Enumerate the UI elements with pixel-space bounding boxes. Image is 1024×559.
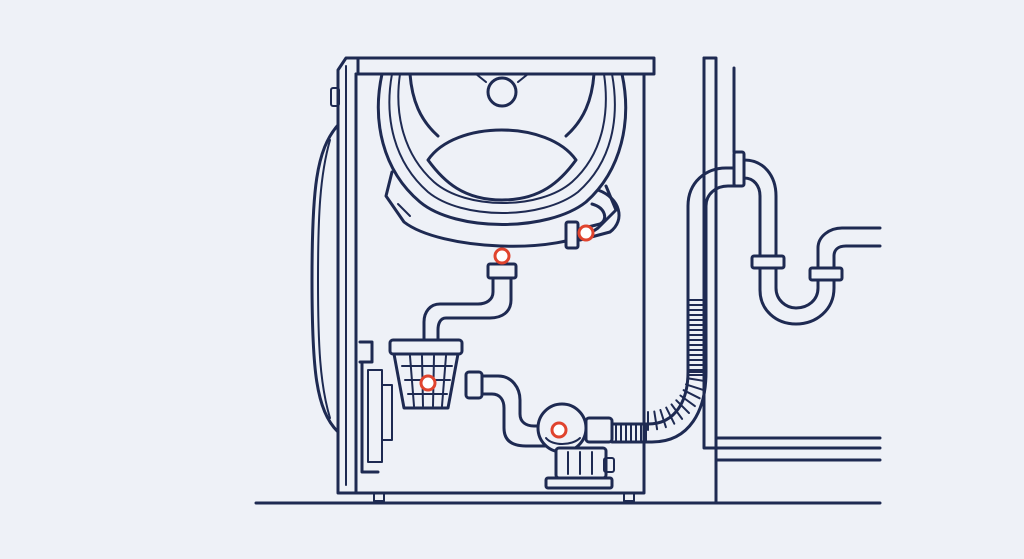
hose-rib <box>682 389 701 400</box>
standpipe-front <box>702 56 718 505</box>
trap-inlet-inner <box>742 176 762 264</box>
pump-outlet <box>584 416 614 444</box>
drain-hose-clamp-point <box>577 224 595 242</box>
p-trap <box>742 158 882 326</box>
door-profile <box>310 123 340 434</box>
drum-outlet-collar <box>486 262 518 280</box>
drain-pump <box>536 402 615 490</box>
drum-to-filter-pipe <box>422 262 518 342</box>
filter-basket-point <box>419 374 437 392</box>
drum-spoke-left <box>408 72 440 138</box>
trap-bend-inner <box>774 266 820 310</box>
washing-machine <box>310 56 656 502</box>
drum-outer-rim <box>376 72 628 226</box>
trap-nut-left <box>750 254 786 270</box>
hose-rib <box>659 409 667 429</box>
door-glass-profile <box>317 139 331 419</box>
trap-outlet-inner <box>832 244 882 270</box>
highlight-markers <box>419 224 595 439</box>
standpipe-back <box>702 56 882 450</box>
machine-foot-right <box>623 492 635 502</box>
tub-drain-hose <box>564 188 621 250</box>
drain-pump-inlet-point <box>550 421 568 439</box>
drain-hose <box>610 150 746 444</box>
hose-hook <box>732 150 746 188</box>
pump-pipe-inner <box>480 392 550 448</box>
machine-foot-left <box>373 492 385 502</box>
drum <box>376 72 628 248</box>
drum-paddle <box>426 128 578 202</box>
pump-housing-ridge <box>545 437 581 445</box>
service-panel-top <box>358 340 374 364</box>
hose-rib <box>679 394 696 408</box>
hose-rib <box>653 410 659 431</box>
drum-spoke-right <box>564 72 596 138</box>
trap-bend-outer <box>758 266 836 326</box>
hose-rib <box>675 399 690 414</box>
pump-motor-fins <box>567 451 593 475</box>
pump-mount <box>544 476 614 490</box>
machine-top-panel <box>356 56 656 76</box>
tub-hose-outer <box>578 188 621 242</box>
service-panel-frame <box>360 360 380 474</box>
hose-rib <box>686 377 707 383</box>
machine-cabinet <box>354 72 646 495</box>
drum-wall <box>397 73 607 204</box>
service-panel-latch <box>381 384 393 441</box>
hose-rib <box>685 383 705 391</box>
standpipe <box>702 56 882 505</box>
tub-hose-inner <box>574 202 607 232</box>
drum-inner-rim <box>388 73 616 214</box>
drum-hub <box>486 76 518 108</box>
filter-basket <box>388 338 464 410</box>
pump-pipe-outer <box>480 374 550 428</box>
service-panel-inner <box>367 369 383 463</box>
pipe-inner <box>436 276 513 342</box>
drum-outlet-point <box>493 247 511 265</box>
drum-hub-supports <box>475 73 529 83</box>
filter-cap <box>388 338 464 356</box>
pipe-outer <box>422 276 495 342</box>
filter-to-pump-pipe <box>464 370 550 448</box>
hose-clamp <box>564 220 580 250</box>
trap-outlet-outer <box>816 226 882 270</box>
trap-inlet-outer <box>742 158 778 264</box>
tub-collar-seam-left <box>397 203 411 217</box>
pump-connector <box>603 457 615 473</box>
hose-rib <box>665 406 676 425</box>
filter-outlet-coupling <box>464 370 484 400</box>
hose-rib <box>670 403 684 420</box>
trap-nut-right <box>808 266 844 282</box>
control-knob <box>330 87 340 107</box>
